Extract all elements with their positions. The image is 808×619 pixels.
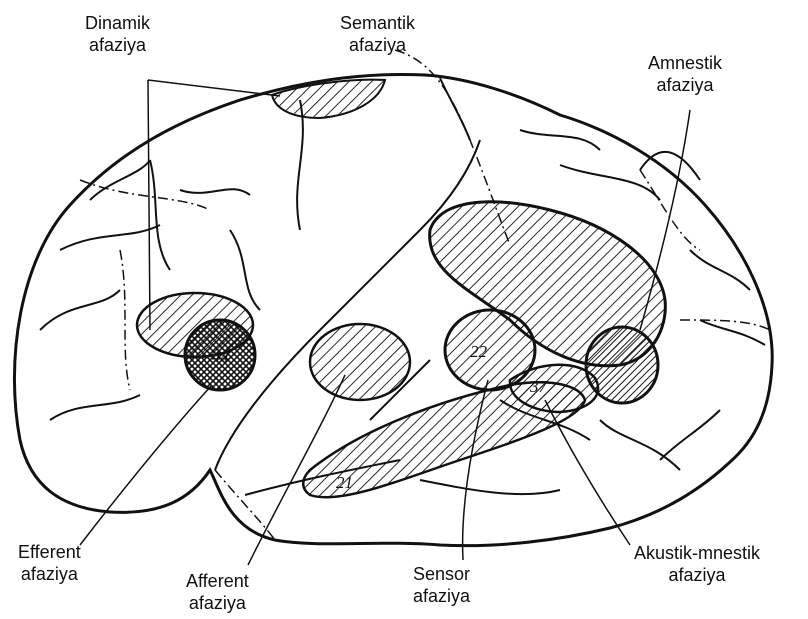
label-afferent: Afferent afaziya: [186, 570, 249, 614]
label-semantik-line2: afaziya: [340, 34, 415, 56]
label-efferent-line1: Efferent: [18, 541, 81, 563]
area-amnestik: [586, 327, 658, 403]
label-sensor-line2: afaziya: [413, 585, 470, 607]
area-number-22: 22: [470, 342, 488, 361]
label-afferent-line1: Afferent: [186, 570, 249, 592]
label-dinamik: Dinamik afaziya: [85, 12, 150, 56]
label-sensor-line1: Sensor: [413, 563, 470, 585]
label-efferent-line2: afaziya: [18, 563, 81, 585]
label-sensor: Sensor afaziya: [413, 563, 470, 607]
label-akustik: Akustik-mnestik afaziya: [634, 542, 760, 586]
area-number-37: 37: [529, 377, 549, 396]
label-dinamik-line1: Dinamik: [85, 12, 150, 34]
area-number-21: 21: [336, 473, 353, 492]
label-dinamik-line2: afaziya: [85, 34, 150, 56]
label-amnestik-line1: Amnestik: [648, 52, 722, 74]
label-semantik: Semantik afaziya: [340, 12, 415, 56]
label-afferent-line2: afaziya: [186, 592, 249, 614]
label-amnestik-line2: afaziya: [648, 74, 722, 96]
label-amnestik: Amnestik afaziya: [648, 52, 722, 96]
area-afferent: [310, 324, 410, 400]
label-akustik-line2: afaziya: [634, 564, 760, 586]
label-semantik-line1: Semantik: [340, 12, 415, 34]
area-number-44: 44: [212, 347, 230, 366]
label-akustik-line1: Akustik-mnestik: [634, 542, 760, 564]
label-efferent: Efferent afaziya: [18, 541, 81, 585]
